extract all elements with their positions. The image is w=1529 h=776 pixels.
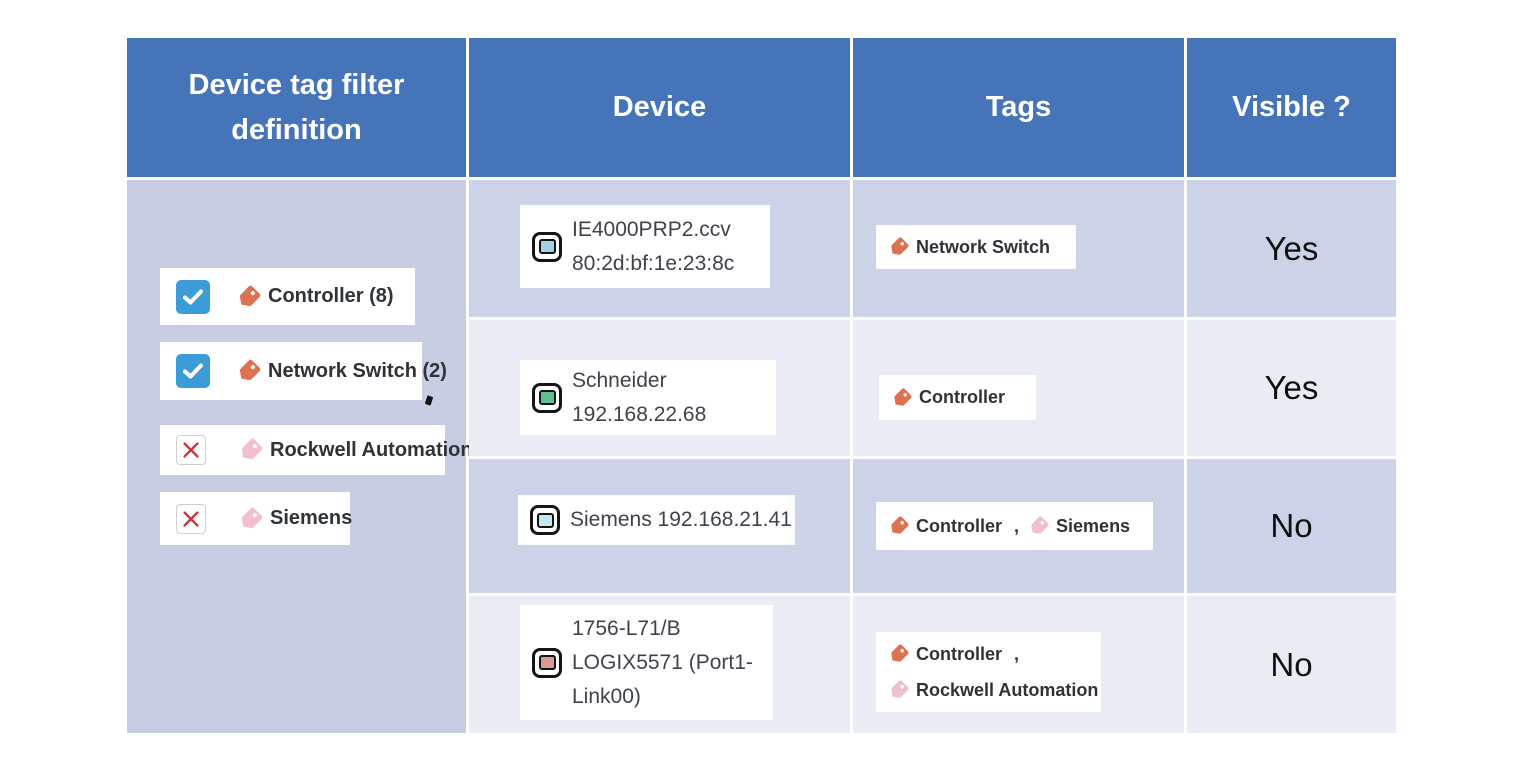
tag-chip: Controller , Siemens xyxy=(876,502,1153,550)
tag-icon xyxy=(888,515,910,537)
device-cell-row-3: Siemens 192.168.21.41 xyxy=(469,459,850,593)
column-header-label: Device tag filter definition xyxy=(188,68,405,146)
tag-icon xyxy=(891,387,913,409)
device-name-line: 80:2d:bf:1e:23:8c xyxy=(572,251,735,275)
column-header-device: Device xyxy=(469,38,850,177)
device-name-line: LOGIX5571 (Port1- xyxy=(572,650,753,674)
network-switch-device-icon xyxy=(532,231,562,262)
column-header-label: Visible ? xyxy=(1232,91,1351,123)
filter-item-label: Siemens xyxy=(270,507,353,529)
device-cell-row-1: IE4000PRP2.ccv 80:2d:bf:1e:23:8c xyxy=(469,180,850,317)
checkbox-excluded-icon[interactable] xyxy=(176,435,206,465)
controller-device-icon xyxy=(532,382,562,413)
visible-value: No xyxy=(1270,507,1313,544)
visible-cell-row-4: No xyxy=(1187,596,1396,733)
tag-separator: , xyxy=(1014,515,1020,536)
controller-device-icon xyxy=(532,647,562,678)
tag-icon xyxy=(888,679,910,701)
device-name-line: Link00) xyxy=(572,684,641,708)
device-item[interactable]: Schneider 192.168.22.68 xyxy=(520,360,776,435)
column-header-label: Tags xyxy=(985,91,1052,123)
tags-cell-row-3: Controller , Siemens xyxy=(853,459,1184,593)
visible-value: Yes xyxy=(1264,229,1319,267)
tag-chip: Controller xyxy=(879,375,1036,420)
tag-chip: Network Switch xyxy=(876,225,1076,269)
tags-cell-row-1: Network Switch xyxy=(853,180,1184,317)
checkbox-checked-icon[interactable] xyxy=(176,279,210,314)
mouse-cursor-artifact xyxy=(424,395,434,406)
device-item[interactable]: IE4000PRP2.ccv 80:2d:bf:1e:23:8c xyxy=(520,205,770,288)
tag-label: Network Switch xyxy=(916,236,1051,257)
tag-label: Controller xyxy=(919,387,1006,407)
device-item[interactable]: Siemens 192.168.21.41 xyxy=(518,495,795,545)
filter-item-controller[interactable]: Controller (8) xyxy=(160,268,415,325)
checkbox-checked-icon[interactable] xyxy=(176,354,210,388)
device-name-line: 192.168.22.68 xyxy=(572,402,707,426)
tag-label: Rockwell Automation xyxy=(916,680,1099,700)
controller-device-icon xyxy=(530,505,560,535)
tags-cell-row-4: Controller , Rockwell Automation xyxy=(853,596,1184,733)
visible-cell-row-2: Yes xyxy=(1187,320,1396,456)
checkbox-excluded-icon[interactable] xyxy=(176,503,206,534)
column-header-filter-definition: Device tag filter definition xyxy=(127,38,466,177)
filter-item-label: Rockwell Automation xyxy=(270,438,473,461)
tag-icon xyxy=(888,236,910,258)
device-name-line: Schneider xyxy=(572,368,667,392)
visible-cell-row-3: No xyxy=(1187,459,1396,593)
device-cell-row-4: 1756-L71/B LOGIX5571 (Port1- Link00) xyxy=(469,596,850,733)
filter-item-label: Network Switch (2) xyxy=(268,359,447,382)
column-header-visible: Visible ? xyxy=(1187,38,1396,177)
device-name-line: 1756-L71/B xyxy=(572,616,681,640)
tag-icon xyxy=(238,437,264,463)
device-cell-row-2: Schneider 192.168.22.68 xyxy=(469,320,850,456)
tag-label: Siemens xyxy=(1056,515,1131,536)
filter-item-rockwell-automation[interactable]: Rockwell Automation xyxy=(160,425,473,475)
tag-icon xyxy=(236,358,262,384)
filter-item-label: Controller (8) xyxy=(268,285,394,307)
tag-separator: , xyxy=(1014,644,1020,664)
visible-value: No xyxy=(1270,645,1313,683)
device-name-line: IE4000PRP2.ccv xyxy=(572,217,731,241)
device-name-line: Siemens 192.168.21.41 xyxy=(570,508,792,531)
column-header-label: Device xyxy=(612,91,707,123)
tag-icon xyxy=(238,506,264,532)
tag-icon xyxy=(888,643,910,665)
filter-item-network-switch[interactable]: Network Switch (2) xyxy=(160,342,447,400)
visible-cell-row-1: Yes xyxy=(1187,180,1396,317)
filter-definition-cell: Controller (8) Network Switch (2) Rock xyxy=(127,180,473,733)
tag-icon xyxy=(236,284,262,310)
tag-icon xyxy=(1028,515,1050,537)
tag-chip: Controller , Rockwell Automation xyxy=(876,632,1101,712)
visible-value: Yes xyxy=(1264,369,1319,406)
tag-label: Controller xyxy=(916,644,1003,664)
device-tag-filter-table: Device tag filter definition Device Tags… xyxy=(127,38,1399,733)
filter-item-siemens[interactable]: Siemens xyxy=(160,492,353,545)
tag-label: Controller xyxy=(916,515,1003,536)
device-item[interactable]: 1756-L71/B LOGIX5571 (Port1- Link00) xyxy=(520,605,773,720)
column-header-tags: Tags xyxy=(853,38,1184,177)
tags-cell-row-2: Controller xyxy=(853,320,1184,456)
